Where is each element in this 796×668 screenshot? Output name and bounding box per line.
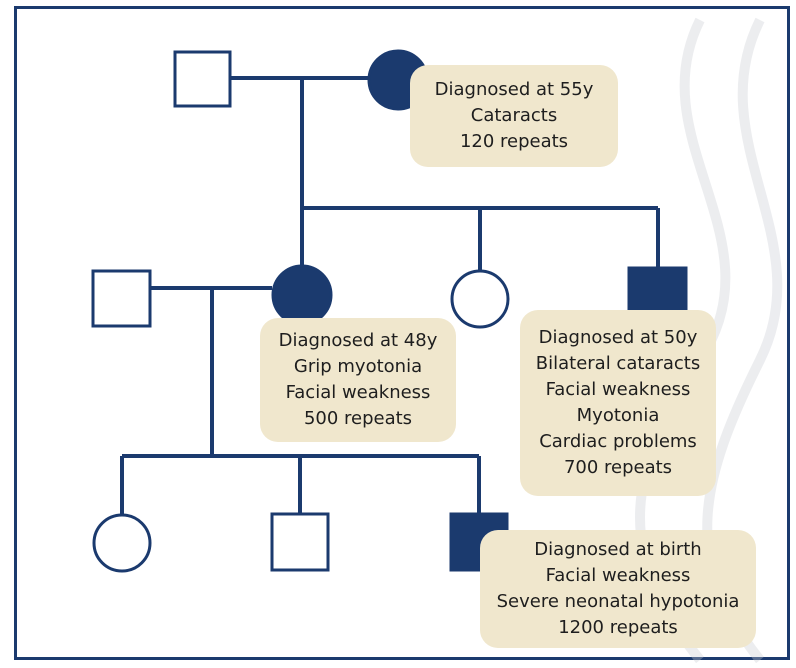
note-line: 700 repeats [563,457,673,478]
note-line: Diagnosed at birth [534,539,702,560]
mother-note: Diagnosed at 48y Grip myotonia Facial we… [260,318,456,442]
note-line: Facial weakness [285,382,431,403]
note-line: Bilateral cataracts [535,353,701,374]
note-line: 500 repeats [303,408,413,429]
affected-child-note: Diagnosed at birth Facial weakness Sever… [480,530,756,648]
aunt-unaffected-female-symbol [450,269,510,329]
grandmother-note: Diagnosed at 55y Cataracts 120 repeats [410,65,618,167]
note-line: Diagnosed at 48y [278,330,438,351]
father-unaffected-male-symbol [91,269,152,328]
note-line: Grip myotonia [293,356,423,377]
grandson-unaffected-male-symbol [270,512,330,572]
granddaughter-unaffected-female-symbol [92,513,152,573]
note-line: Cataracts [470,105,558,126]
note-line: Facial weakness [545,565,691,586]
grandfather-unaffected-male-symbol [173,50,232,108]
note-line: Severe neonatal hypotonia [496,591,740,612]
note-line: Myotonia [576,405,660,426]
note-line: 1200 repeats [558,617,678,638]
note-line: Diagnosed at 50y [538,327,698,348]
note-line: Facial weakness [545,379,691,400]
note-line: Diagnosed at 55y [434,79,594,100]
note-line: Cardiac problems [539,431,697,452]
uncle-note: Diagnosed at 50y Bilateral cataracts Fac… [520,310,716,496]
mother-affected-female-symbol [271,264,333,326]
note-line: 120 repeats [459,131,569,152]
